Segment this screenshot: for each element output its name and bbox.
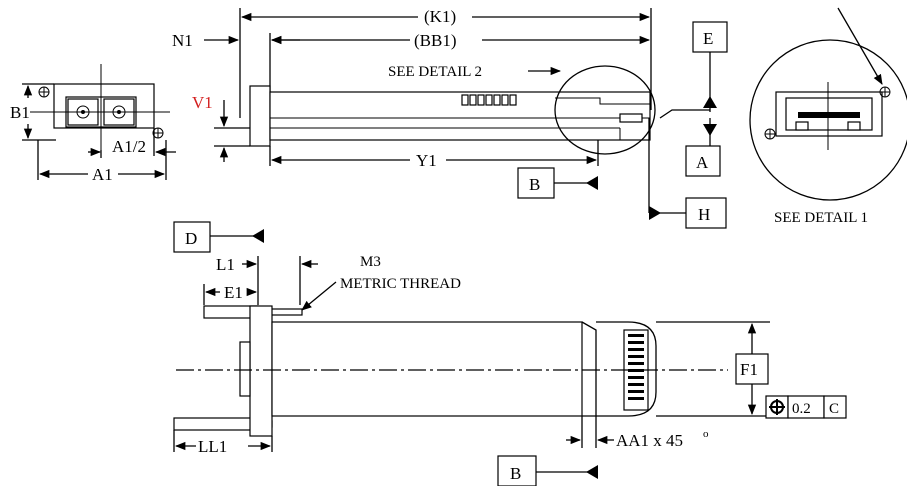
pad — [509, 94, 517, 106]
a1-label: A1 — [92, 165, 113, 184]
b1-label: B1 — [10, 103, 30, 122]
metric-thread-label: METRIC THREAD — [340, 276, 461, 292]
pad — [477, 94, 485, 106]
connector-tab — [619, 113, 643, 123]
ll1-label: LL1 — [198, 437, 227, 456]
screw-bottom — [173, 417, 259, 431]
datum-e-surface-line — [659, 109, 710, 119]
see-detail-2-label: SEE DETAIL 2 — [388, 64, 482, 80]
body-step — [555, 97, 650, 105]
v1-label: V1 — [192, 93, 213, 112]
datum-b-triangle — [586, 176, 598, 190]
detail-1-leader — [837, 7, 883, 85]
side-body-chamfer — [581, 321, 597, 417]
pad — [469, 94, 477, 106]
aa1-label: AA1 x 45 — [616, 431, 683, 450]
tol-value: 0.2 — [792, 401, 811, 417]
datum-e-triangle — [703, 96, 717, 108]
datum-b2-triangle — [586, 465, 598, 479]
end-view: B1 A1/2 A1 — [10, 64, 176, 184]
pad — [493, 94, 501, 106]
datum-h-triangle — [649, 206, 661, 220]
a1-half-label: A1/2 — [112, 137, 146, 156]
e1-label: E1 — [224, 283, 243, 302]
tolerance-frame: 0.2 C — [765, 395, 847, 419]
side-body — [271, 321, 583, 417]
detail-2-circle — [554, 65, 656, 155]
datum-e-box — [692, 21, 728, 53]
f1-label: F1 — [740, 360, 758, 379]
datum-b-box — [517, 167, 555, 199]
f1-box — [735, 353, 769, 385]
detail-1: SEE DETAIL 1 — [749, 7, 907, 226]
datum-b-label: B — [529, 175, 540, 194]
l1-label: L1 — [216, 255, 235, 274]
top-view: (K1) (BB1) N1 SEE DETAIL 2 — [172, 7, 728, 229]
side-view: D L1 E1 M3 METRIC THREAD — [173, 221, 847, 486]
n1-label: N1 — [172, 31, 193, 50]
detail-1-slot — [798, 112, 860, 118]
contact-pads — [461, 94, 517, 106]
tol-ref: C — [829, 401, 839, 417]
flange-left — [249, 85, 271, 147]
datum-d-triangle — [252, 229, 264, 243]
datum-a-label: A — [696, 153, 709, 172]
detail-1-latch-right — [847, 121, 861, 131]
pad — [501, 94, 509, 106]
main-body — [269, 91, 651, 141]
detail-1-latch-left — [795, 121, 809, 131]
pad — [461, 94, 469, 106]
detail-1-circle — [749, 39, 907, 201]
side-body-end — [596, 321, 657, 417]
flange-boss — [239, 341, 251, 397]
m3-label: M3 — [360, 254, 381, 270]
datum-b2-label: B — [510, 464, 521, 483]
datum-a-box — [685, 145, 721, 177]
thread-leader — [301, 281, 337, 311]
see-detail-1-label: SEE DETAIL 1 — [774, 210, 868, 226]
k1-label: (K1) — [424, 7, 456, 26]
datum-h-label: H — [698, 205, 710, 224]
flange — [249, 305, 273, 437]
datum-a-triangle — [703, 124, 717, 136]
bb1-label: (BB1) — [414, 31, 457, 50]
datum-d-box — [173, 221, 211, 253]
pad — [485, 94, 493, 106]
degree-symbol: o — [703, 428, 709, 440]
tol-ref-cell — [823, 395, 847, 419]
datum-b2-box — [497, 455, 537, 486]
datum-d-label: D — [185, 229, 197, 248]
datum-e-label: E — [703, 29, 713, 48]
y1-label: Y1 — [416, 151, 437, 170]
datum-h-box — [685, 197, 727, 229]
